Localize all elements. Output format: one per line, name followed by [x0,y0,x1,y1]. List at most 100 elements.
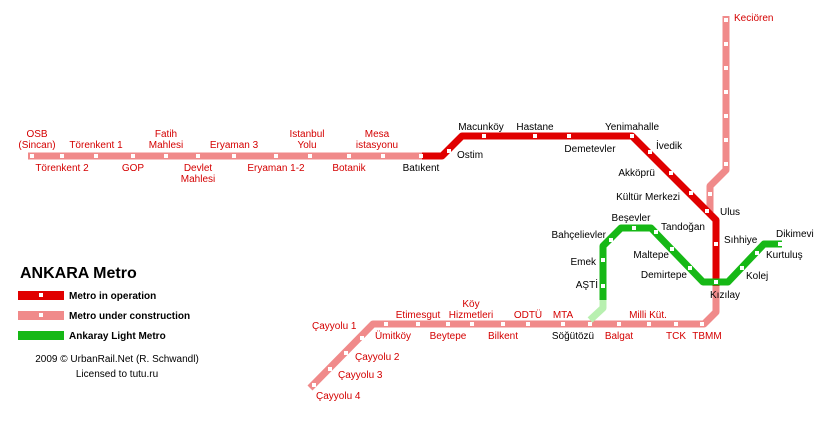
marker-odtu [526,322,530,326]
label-bahcelievler: Bahçelievler [552,230,607,241]
marker-osb [30,154,34,158]
label-cayyolu3: Çayyolu 3 [338,370,383,381]
legend-box-construction-dot [39,313,43,317]
label-maltepe: Maltepe [633,250,669,261]
marker-kecioren-b [724,66,728,70]
marker-torenkent1 [94,154,98,158]
label-tck: TCK [666,331,686,342]
label-gop: GOP [122,163,145,174]
label-yenimahalle: Yenimahalle [605,122,660,133]
label-torenkent1: Törenkent 1 [69,140,123,151]
marker-devlet [196,154,200,158]
marker-mesa [381,154,385,158]
marker-botanik [347,154,351,158]
marker-kecioren-e [724,138,728,142]
label-kizilay: Kızılay [710,290,740,301]
label-odtu: ODTÜ [514,309,542,321]
label-umitkoy: Ümitköy [375,330,411,342]
marker-umitkoy [384,322,388,326]
marker-kizilay [714,280,718,284]
label-cayyolu1: Çayyolu 1 [312,321,357,332]
label-macunkoy: Macunköy [458,122,504,133]
label-osb: OSB [26,129,47,140]
label-demirtepe: Demirtepe [641,270,688,281]
line-batikent-kizilay [422,132,720,286]
line-ankaray [599,224,782,300]
label-akkopru: Akköprü [618,168,655,179]
marker-hastane [533,134,537,138]
label-istanbul-2: Yolu [297,140,316,151]
marker-tandogan [654,230,658,234]
credit-line-2: Licensed to tutu.ru [76,369,158,380]
marker-cayyolu2 [344,351,348,355]
marker-bilkent [501,322,505,326]
label-hastane: Hastane [516,122,554,133]
marker-millikut [647,322,651,326]
label-etimesgut: Etimesgut [396,310,441,321]
label-tandogan: Tandoğan [661,222,705,233]
marker-macunkoy [482,134,486,138]
marker-koy [470,322,474,326]
label-ostim: Ostim [457,150,483,161]
label-dikimevi: Dikimevi [776,229,814,240]
label-sihhiye: Sıhhiye [724,235,758,246]
station-labels: Keciören OSB (Sincan) Törenkent 1 Törenk… [18,13,813,402]
label-beytepe: Beytepe [430,331,467,342]
legend-box-light [18,331,64,340]
line-ankaray-extension [587,300,607,323]
label-ulus: Ulus [720,207,740,218]
marker-demirtepe [688,266,692,270]
legend-box-operation-dot [39,293,43,297]
label-demetevler: Demetevler [564,144,616,155]
marker-dikimevi [778,242,782,246]
marker-sogutozu [588,322,592,326]
label-sogutozu: Söğütözü [552,331,594,342]
label-cayyolu2: Çayyolu 2 [355,352,400,363]
marker-istanbul [308,154,312,158]
label-kecioren: Keciören [734,13,773,24]
marker-cayyolu4 [312,383,316,387]
marker-kecioren [724,18,728,22]
marker-beytepe [446,322,450,326]
marker-kecioren-f [724,162,728,166]
label-torenkent2: Törenkent 2 [35,163,89,174]
label-devlet-2: Mahlesi [181,174,215,185]
credit-line-1: 2009 © UrbanRail.Net (R. Schwandl) [35,354,199,365]
label-istanbul-1: Istanbul [289,129,324,140]
marker-etimesgut [416,322,420,326]
legend-label-operation: Metro in operation [69,291,156,302]
label-koy-2: Hizmetleri [449,310,493,321]
label-bilkent: Bilkent [488,331,518,342]
label-ivedik: İvedik [656,139,683,152]
label-balgat: Balgat [605,331,634,342]
label-mesa-2: istasyonu [356,140,398,151]
label-emek: Emek [570,257,597,268]
label-eryaman12: Eryaman 1-2 [247,163,305,174]
label-sincan: (Sincan) [18,140,55,151]
marker-tck [674,322,678,326]
label-millikut: Milli Küt. [629,310,667,321]
legend-label-light: Ankaray Light Metro [69,331,166,342]
marker-akkopru [669,171,673,175]
marker-kecioren-c [724,90,728,94]
marker-emek [601,258,605,262]
marker-demetevler [567,134,571,138]
label-kolej: Kolej [746,271,768,282]
marker-kolej [740,266,744,270]
label-botanik: Botanik [332,163,366,174]
legend-label-construction: Metro under construction [69,311,190,322]
label-mta: MTA [553,310,574,321]
label-besevler: Beşevler [612,213,652,224]
label-devlet-1: Devlet [184,163,213,174]
map-title: ANKARA Metro [20,265,137,282]
marker-ulus [705,209,709,213]
marker-maltepe [670,247,674,251]
marker-kurtulus [755,251,759,255]
label-cayyolu4: Çayyolu 4 [316,391,361,402]
label-batikent: Batıkent [403,163,440,174]
marker-mta [561,322,565,326]
marker-fatih [164,154,168,158]
marker-gop [131,154,135,158]
marker-tbmm [700,322,704,326]
